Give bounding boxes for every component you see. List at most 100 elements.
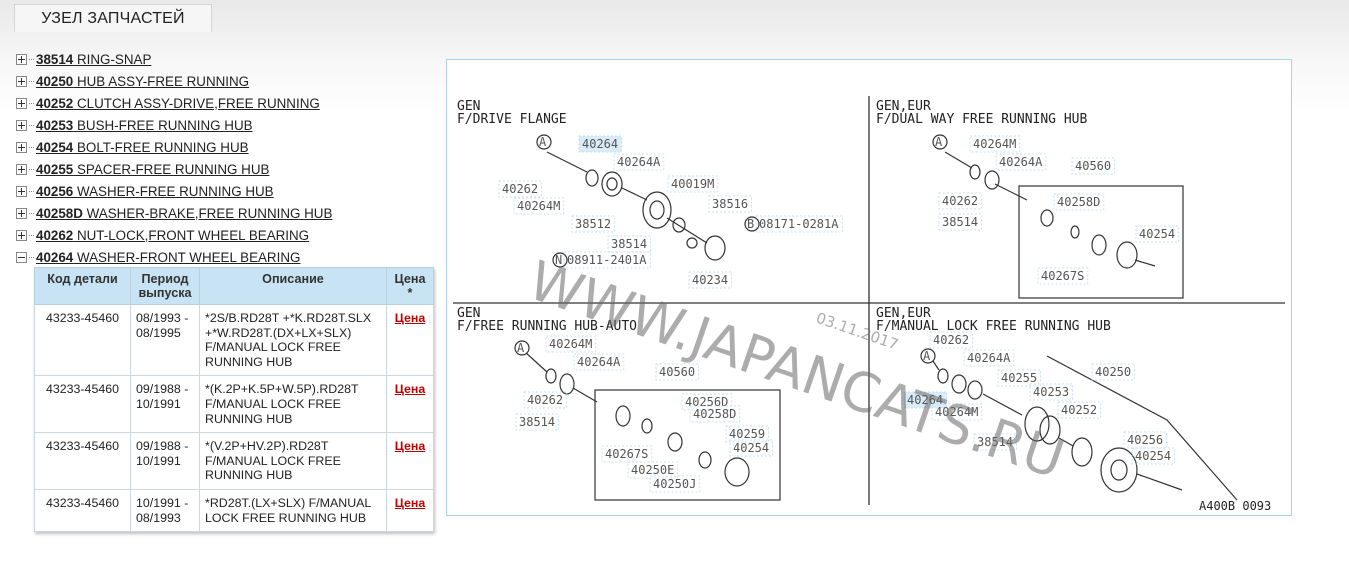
tree-item-link[interactable]: 40254 BOLT-FREE RUNNING HUB [36,139,249,155]
tree-item[interactable]: 40262 NUT-LOCK,FRONT WHEEL BEARING [16,224,436,246]
part-label[interactable]: 40264A [577,355,621,369]
expand-icon[interactable] [16,163,27,175]
part-label[interactable]: 40264A [967,351,1011,365]
tree-item[interactable]: 40254 BOLT-FREE RUNNING HUB [16,136,436,158]
part-label[interactable]: 40264M [549,337,592,351]
tree-item[interactable]: 40252 CLUTCH ASSY-DRIVE,FREE RUNNING [16,92,436,114]
part-label[interactable]: 38514 [611,237,647,251]
part-label[interactable]: 40258D [1057,195,1100,209]
part-label-box[interactable] [688,271,732,289]
part-label[interactable]: A [517,341,525,355]
expand-icon[interactable] [16,185,27,197]
part-label[interactable]: 40267S [605,447,648,461]
section-tab[interactable]: УЗЕЛ ЗАПЧАСТЕЙ [14,4,212,32]
part-label[interactable]: 40258D [693,407,736,421]
part-label[interactable]: 40252 [1061,403,1097,417]
part-label[interactable]: 38514 [942,215,978,229]
part-label-box[interactable] [725,425,769,443]
tree-item-link[interactable]: 40262 NUT-LOCK,FRONT WHEEL BEARING [36,227,310,243]
part-label[interactable]: 38512 [575,217,611,231]
part-label[interactable]: 08911-2401A [567,253,647,267]
part-label[interactable]: 40264M [517,199,560,213]
part-label-box[interactable] [973,433,1017,451]
tree-item[interactable]: 40256 WASHER-FREE RUNNING HUB [16,180,436,202]
tree-item[interactable]: 38514 RING-SNAP [16,48,436,70]
collapse-icon[interactable] [16,251,27,263]
part-label-box[interactable] [969,135,1021,153]
part-label[interactable]: 40267S [1041,269,1084,283]
tree-item-link[interactable]: 40256 WASHER-FREE RUNNING HUB [36,183,274,199]
part-label-box[interactable] [545,335,597,353]
part-label[interactable]: 40234 [692,273,728,287]
part-label-box[interactable] [1091,363,1135,381]
part-label[interactable]: 40264A [999,155,1043,169]
expand-icon[interactable] [16,141,27,153]
part-label-box[interactable] [571,215,615,233]
part-label[interactable]: 40256D [685,395,728,409]
part-label-box[interactable] [627,461,679,479]
part-label-box[interactable] [1131,447,1175,465]
part-label[interactable]: 40262 [942,194,978,208]
part-label-box[interactable] [513,197,565,215]
part-label-box[interactable] [563,251,651,269]
part-label-box[interactable] [515,413,559,431]
part-label[interactable]: 40255 [1001,371,1037,385]
tree-item[interactable]: 40250 HUB ASSY-FREE RUNNING [16,70,436,92]
tree-item-link[interactable]: 38514 RING-SNAP [36,51,152,67]
tree-item-link[interactable]: 40253 BUSH-FREE RUNNING HUB [36,117,253,133]
part-label[interactable]: A [539,135,547,149]
part-label[interactable]: B [747,217,754,231]
part-label-box[interactable] [1053,193,1105,211]
part-label[interactable]: N [555,253,562,267]
part-label-box[interactable] [601,445,653,463]
part-label[interactable]: 38514 [519,415,555,429]
part-label[interactable]: 40264M [935,405,978,419]
part-label[interactable]: 40560 [659,365,695,379]
part-label-box[interactable] [655,363,699,381]
tree-item[interactable]: 40258D WASHER-BRAKE,FREE RUNNING HUB [16,202,436,224]
part-label-box[interactable] [938,213,982,231]
part-label[interactable]: 40019M [671,177,714,191]
part-label[interactable]: A [923,349,931,363]
part-label-box[interactable] [938,192,982,210]
expand-icon[interactable] [16,97,27,109]
part-label-box[interactable] [903,391,947,409]
part-label[interactable]: 08171-0281A [759,217,839,231]
part-label[interactable]: 38514 [977,435,1013,449]
part-label-box[interactable] [997,369,1041,387]
part-label-box[interactable] [523,391,567,409]
part-label-box[interactable] [1135,225,1179,243]
part-label-box[interactable] [498,180,542,198]
part-label[interactable]: A [935,135,943,149]
part-label-box[interactable] [1123,431,1167,449]
tree-item-link[interactable]: 40252 CLUTCH ASSY-DRIVE,FREE RUNNING [36,95,320,111]
part-label[interactable]: 40264A [617,155,661,169]
part-label[interactable]: 40264 [907,393,943,407]
part-label-box[interactable] [1029,383,1073,401]
part-label-box[interactable] [681,393,733,411]
part-label-box[interactable] [755,215,843,233]
part-label-box[interactable] [667,175,719,193]
price-link[interactable]: Цена [394,382,426,397]
tree-item-link[interactable]: 40258D WASHER-BRAKE,FREE RUNNING HUB [36,205,333,221]
expand-icon[interactable] [16,229,27,241]
tree-item-link[interactable]: 40264 WASHER-FRONT WHEEL BEARING [36,249,301,265]
part-label[interactable]: 40256 [1127,433,1163,447]
part-label-box[interactable] [931,403,983,421]
tree-item[interactable]: 40253 BUSH-FREE RUNNING HUB [16,114,436,136]
expand-icon[interactable] [16,53,27,65]
part-label-box[interactable] [963,349,1015,367]
part-label-box[interactable] [708,195,752,213]
tree-item-link[interactable]: 40250 HUB ASSY-FREE RUNNING [36,73,250,89]
part-label[interactable]: 40262 [933,333,969,347]
part-label[interactable]: 40262 [502,182,538,196]
part-label-box[interactable] [607,235,651,253]
part-label[interactable]: 40253 [1033,385,1069,399]
part-label[interactable]: 38516 [712,197,748,211]
tree-item-link[interactable]: 40255 SPACER-FREE RUNNING HUB [36,161,270,177]
expand-icon[interactable] [16,207,27,219]
part-label[interactable]: 40259 [729,427,765,441]
part-label-box[interactable] [729,439,773,457]
part-label[interactable]: 40250J [653,477,696,491]
tree-item-expanded[interactable]: 40264 WASHER-FRONT WHEEL BEARING [16,246,436,268]
